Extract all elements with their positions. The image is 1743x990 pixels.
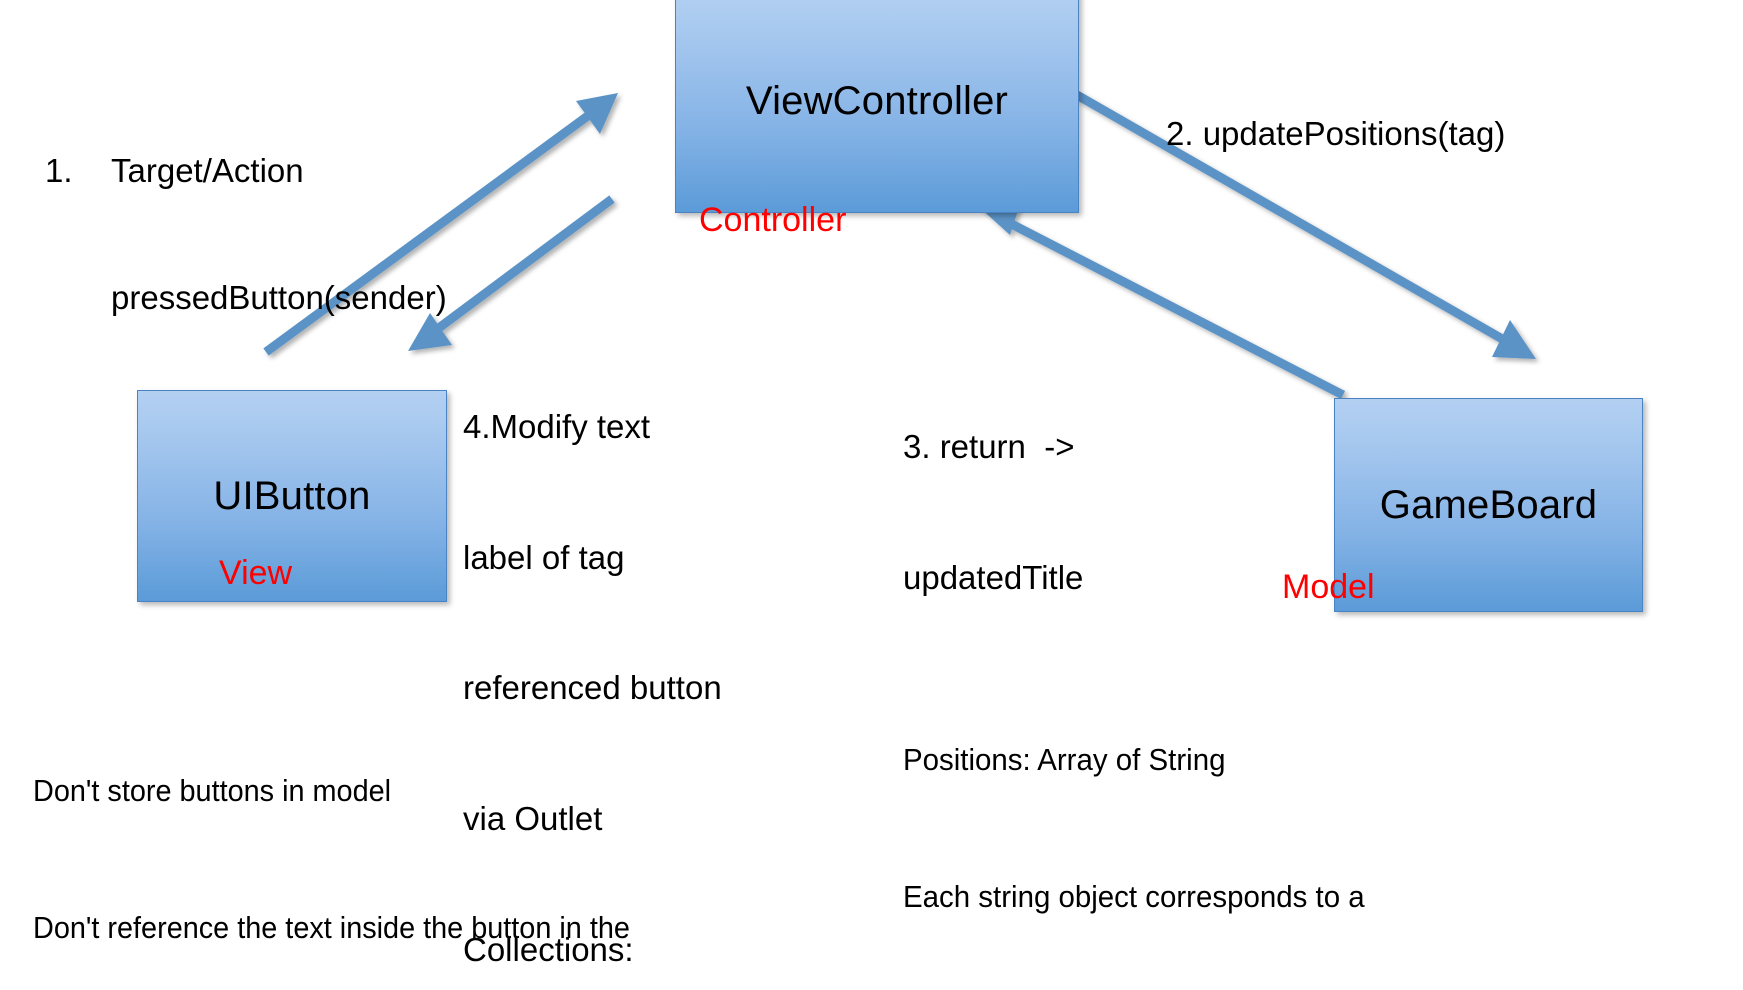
annotation-step-3: 3. return -> updatedTitle — [903, 338, 1083, 686]
annotation-step-4-line-5: Collections: — [463, 930, 634, 968]
annotation-step-4: 4.Modify text label of tag referenced bu… — [463, 318, 722, 990]
note-right: Positions: Array of String Each string o… — [903, 645, 1365, 990]
role-caption-controller: Controller — [699, 201, 847, 239]
annotation-step-2: 2. updatePositions(tag) — [1166, 115, 1506, 152]
role-caption-view: View — [219, 554, 293, 592]
annotation-step-1-text-1: Target/Action — [111, 152, 304, 190]
note-left-line-2: Don't reference the text inside the butt… — [33, 910, 630, 946]
note-left-line-1: Don't store buttons in model — [33, 772, 392, 808]
annotation-step-1-line-1: 1. Target/Action — [45, 150, 447, 192]
role-caption-model: Model — [1282, 568, 1375, 606]
annotation-step-4-line-4: via Outlet — [463, 800, 603, 838]
node-gameboard-label: GameBoard — [1379, 483, 1598, 527]
annotation-step-1-number: 1. — [45, 152, 73, 190]
annotation-step-4-line-3: referenced button — [463, 669, 722, 707]
node-viewcontroller[interactable]: ViewController — [675, 0, 1079, 213]
annotation-step-1-text-2: pressedButton(sender) — [111, 279, 447, 317]
annotation-step-3-line-2: updatedTitle — [903, 558, 1084, 596]
note-right-line-1: Positions: Array of String — [903, 741, 1226, 777]
note-left: Don't store buttons in model Don't refer… — [33, 676, 632, 990]
annotation-step-1: 1. Target/Action pressedButton(sender) — [45, 66, 447, 404]
annotation-step-4-line-2: label of tag — [463, 538, 625, 576]
node-uibutton[interactable]: UIButton — [137, 390, 447, 602]
annotation-step-3-line-1: 3. return -> — [903, 428, 1075, 466]
annotation-step-1-line-2: pressedButton(sender) — [45, 277, 447, 319]
annotation-step-4-line-1: 4.Modify text — [463, 408, 651, 446]
node-viewcontroller-label: ViewController — [745, 78, 1009, 123]
node-gameboard[interactable]: GameBoard — [1334, 398, 1643, 612]
note-right-line-2: Each string object corresponds to a — [903, 879, 1365, 915]
node-uibutton-label: UIButton — [213, 474, 371, 518]
